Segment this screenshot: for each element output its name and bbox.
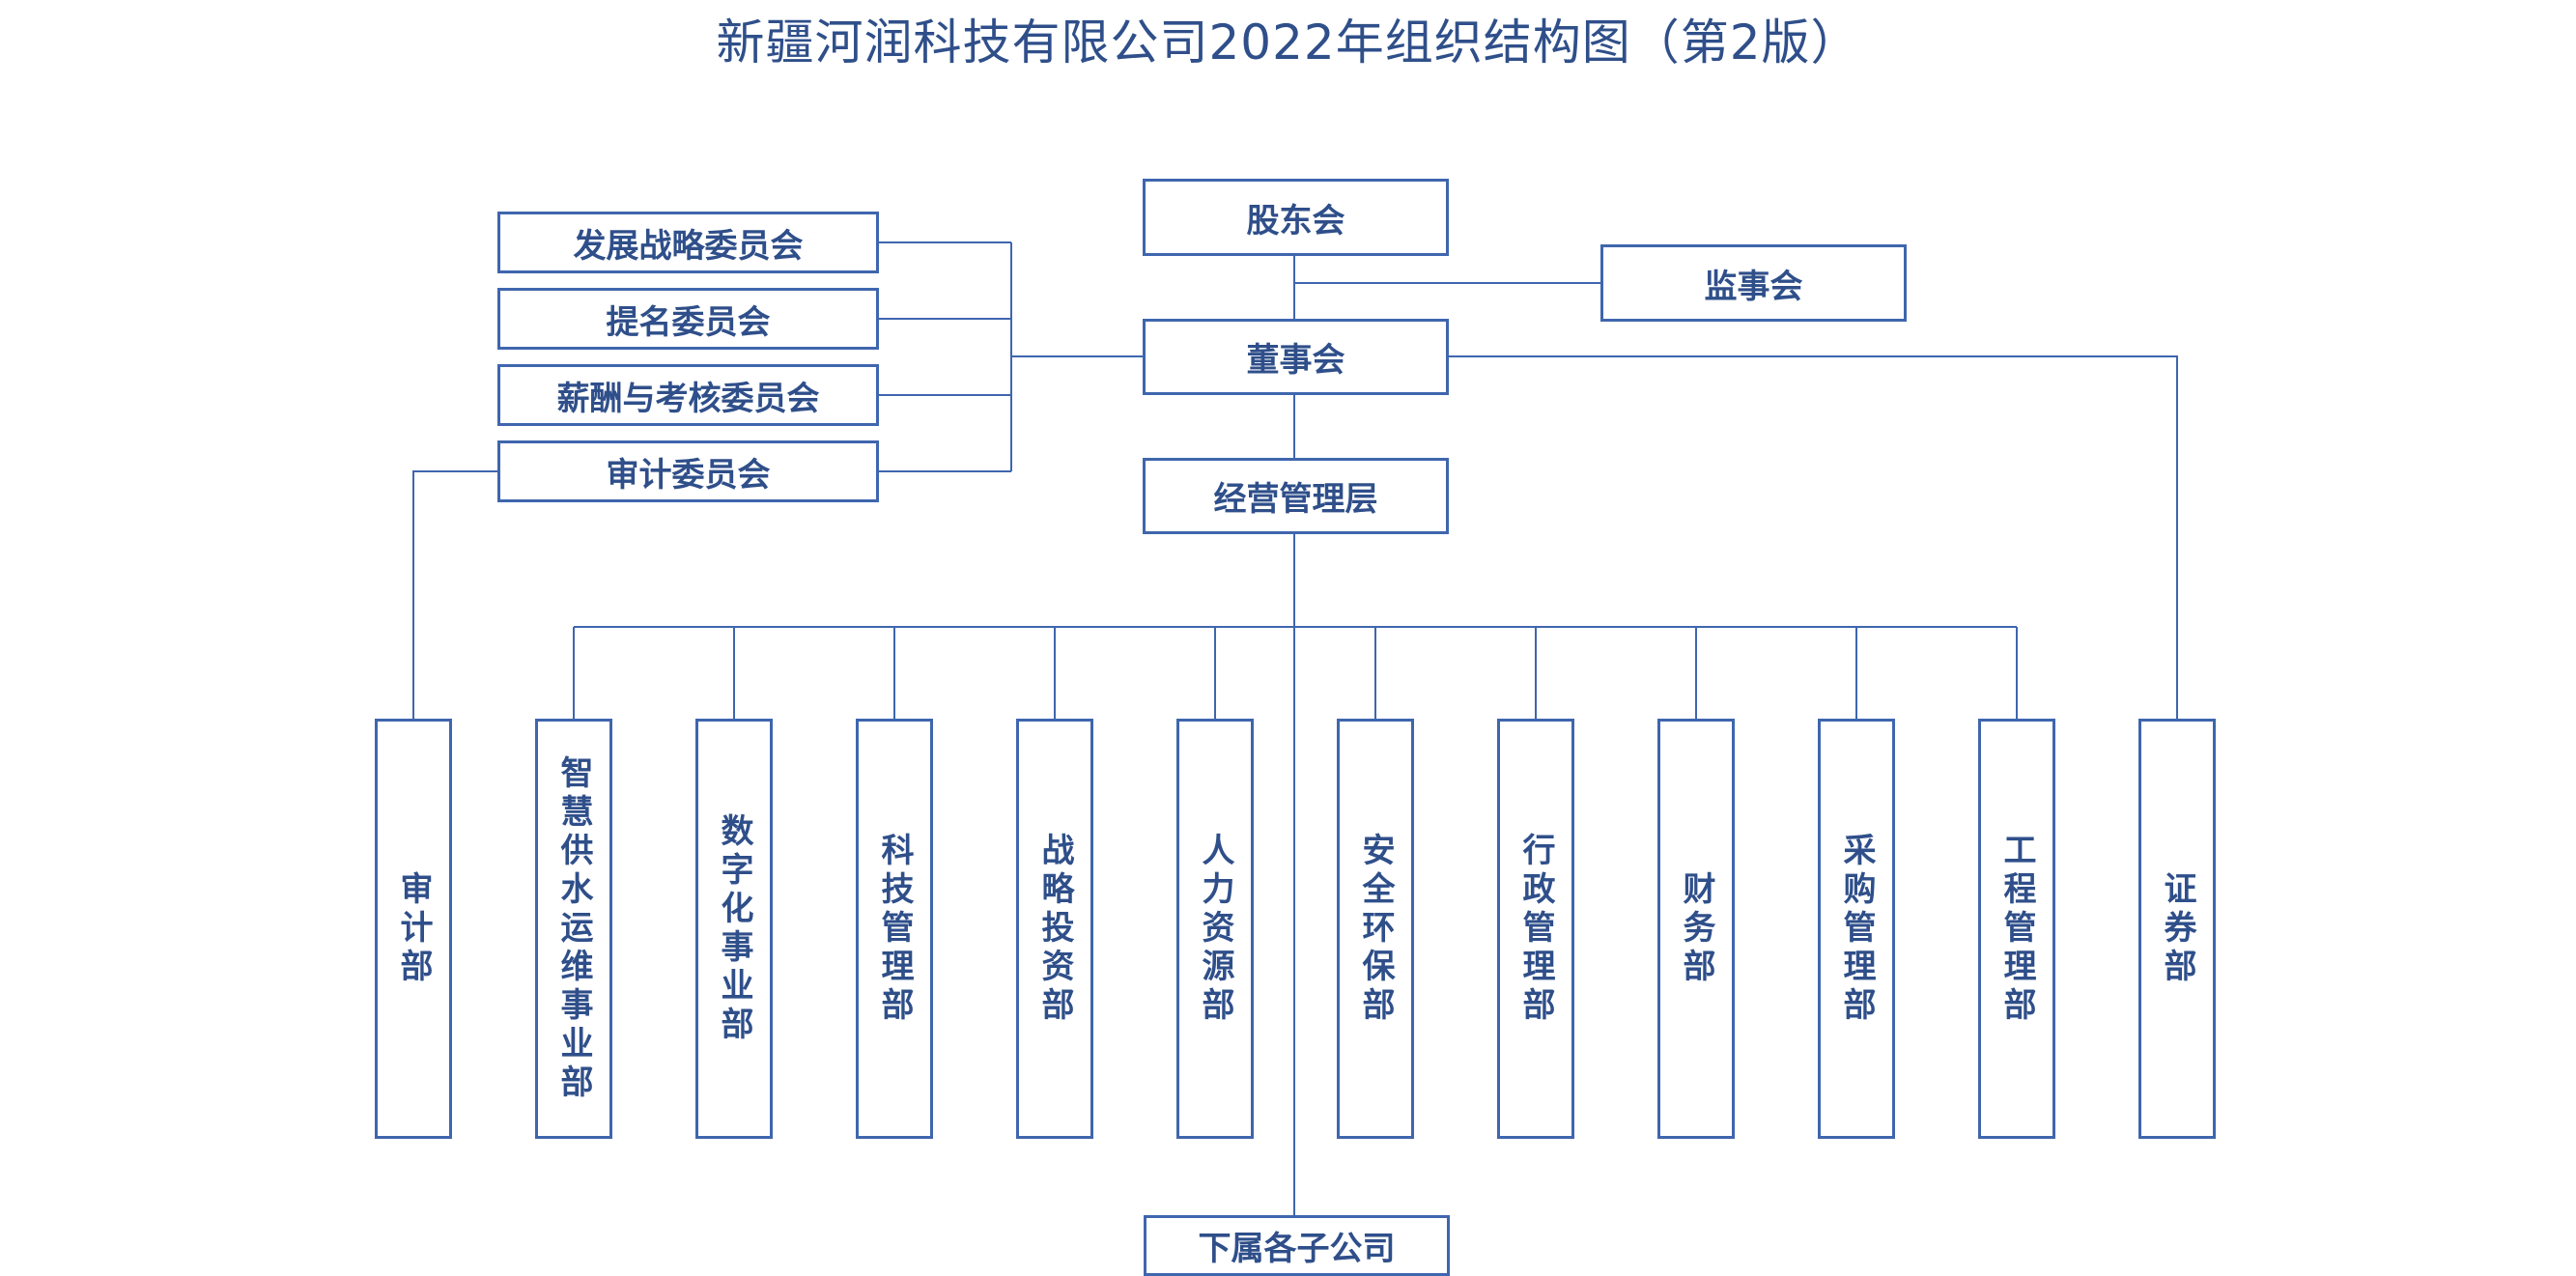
dept-strategic-investment: 战略投资部 [1016, 719, 1093, 1139]
committee-strategy: 发展战略委员会 [497, 212, 879, 273]
dept-hr: 人力资源部 [1176, 719, 1254, 1139]
dept-securities: 证券部 [2138, 719, 2216, 1139]
shareholders-node: 股东会 [1143, 179, 1449, 256]
dept-admin: 行政管理部 [1497, 719, 1574, 1139]
dept-procurement: 采购管理部 [1818, 719, 1895, 1139]
board-node: 董事会 [1143, 319, 1449, 395]
committee-nomination: 提名委员会 [497, 288, 879, 350]
management-node: 经营管理层 [1143, 458, 1449, 534]
committee-compensation: 薪酬与考核委员会 [497, 364, 879, 426]
dept-audit: 审计部 [375, 719, 452, 1139]
dept-technology: 科技管理部 [856, 719, 933, 1139]
committee-audit: 审计委员会 [497, 440, 879, 502]
dept-smart-water: 智慧供水运维事业部 [535, 719, 612, 1139]
supervisors-node: 监事会 [1600, 244, 1907, 322]
dept-digital: 数字化事业部 [695, 719, 773, 1139]
dept-finance: 财务部 [1657, 719, 1735, 1139]
page-title: 新疆河润科技有限公司2022年组织结构图（第2版） [716, 14, 1860, 71]
dept-engineering: 工程管理部 [1978, 719, 2055, 1139]
dept-safety-env: 安全环保部 [1337, 719, 1414, 1139]
subsidiaries-node: 下属各子公司 [1144, 1215, 1450, 1276]
